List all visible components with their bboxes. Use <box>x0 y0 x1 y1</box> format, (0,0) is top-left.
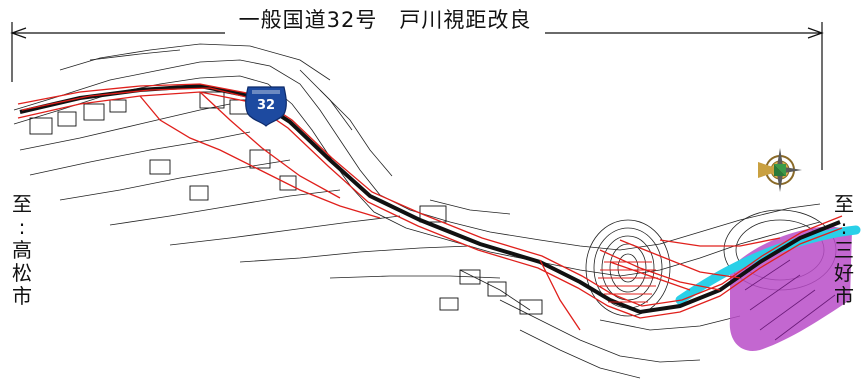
direction-prefix: 至 <box>12 192 32 216</box>
city-char: 三 <box>834 238 854 262</box>
direction-prefix: 至 <box>834 192 854 216</box>
building-blocks <box>29 91 543 315</box>
city-char: 高 <box>12 238 32 262</box>
city-char: 市 <box>834 284 854 308</box>
direction-label-right: 至 : 三 好 市 <box>832 193 856 308</box>
direction-colon: : <box>840 215 848 239</box>
improvement-plan-lines <box>17 83 843 331</box>
route-number: 32 <box>257 98 275 113</box>
cut-slope-hatch <box>598 261 658 303</box>
direction-label-left: 至 : 高 松 市 <box>10 193 34 308</box>
city-char: 好 <box>834 261 854 285</box>
city-char: 市 <box>12 284 32 308</box>
route-shield-icon: 32 <box>245 86 287 127</box>
slope-hatching <box>744 259 836 341</box>
extent-dimension-line <box>10 22 824 170</box>
city-char: 松 <box>12 261 32 285</box>
direction-colon: : <box>18 215 26 239</box>
compass-rose-icon <box>758 148 802 192</box>
terrain-linework <box>13 43 821 379</box>
map-title: 一般国道32号 戸川視距改良 <box>225 6 545 34</box>
